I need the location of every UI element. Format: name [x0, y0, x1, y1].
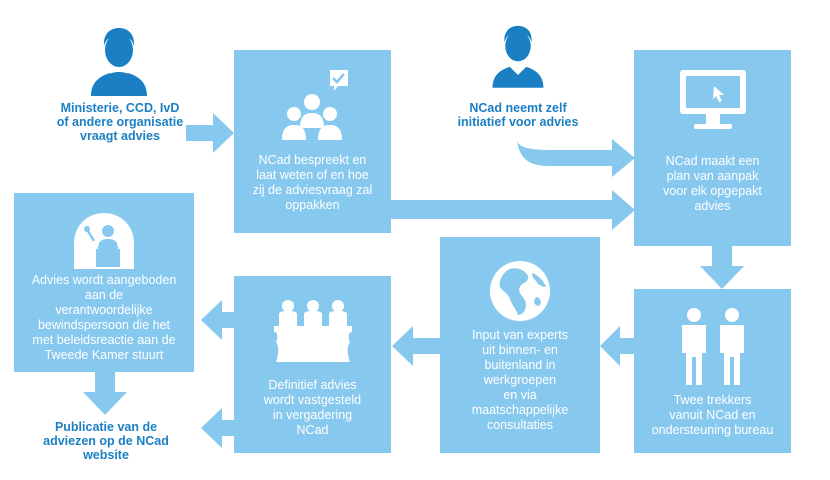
panel-table-icon: [274, 300, 352, 362]
arrow-trekkers-to-input: [600, 326, 634, 366]
speaker-podium-icon: [74, 213, 134, 269]
two-people-icon: [682, 308, 744, 385]
person-icon: [91, 28, 147, 96]
globe-icon: [490, 261, 550, 321]
step-box-offered: Advies wordt aangeboden aan de verantwoo…: [14, 193, 194, 372]
arrow-definitive-to-publication: [201, 408, 234, 448]
person-label-ncad: NCad neemt zelf initiatief voor advies: [457, 101, 579, 129]
computer-monitor-icon: [680, 70, 746, 129]
arrow-ministerie-to-discuss: [186, 113, 234, 153]
step-box-input: Input van experts uit binnen- en buitenl…: [440, 237, 600, 453]
arrow-offered-to-publication: [83, 372, 127, 415]
arrow-definitive-to-offered: [201, 300, 234, 340]
person-icon: [492, 25, 544, 88]
arrow-input-to-definitive: [392, 326, 440, 366]
step-text-offered: Advies wordt aangeboden aan de verantwoo…: [31, 273, 177, 362]
step-text-plan: NCad maakt een plan van aanpak voor elk …: [663, 154, 762, 213]
arrow-initiative-to-plan: [517, 139, 635, 177]
step-text-definitive: Definitief advies wordt vastgesteld in v…: [263, 378, 362, 437]
step-text-trekkers: Twee trekkers vanuit NCad en ondersteuni…: [651, 393, 774, 437]
step-text-input: Input van experts uit binnen- en buitenl…: [471, 328, 569, 432]
arrow-plan-to-trekkers: [700, 246, 744, 289]
step-box-definitive: Definitief advies wordt vastgesteld in v…: [234, 276, 391, 453]
step-box-plan: NCad maakt een plan van aanpak voor elk …: [634, 50, 791, 246]
step-text-discuss: NCad bespreekt en laat weten of en hoe z…: [252, 153, 373, 212]
step-box-trekkers: Twee trekkers vanuit NCad en ondersteuni…: [634, 289, 791, 453]
arrow-discuss-to-plan: [390, 190, 635, 230]
publication-label: Publicatie van de adviezen op de NCad we…: [43, 420, 169, 462]
person-label-ministerie: Ministerie, CCD, IvD of andere organisat…: [56, 101, 184, 143]
meeting-people-icon: [282, 70, 348, 140]
step-box-discuss: NCad bespreekt en laat weten of en hoe z…: [234, 50, 391, 233]
